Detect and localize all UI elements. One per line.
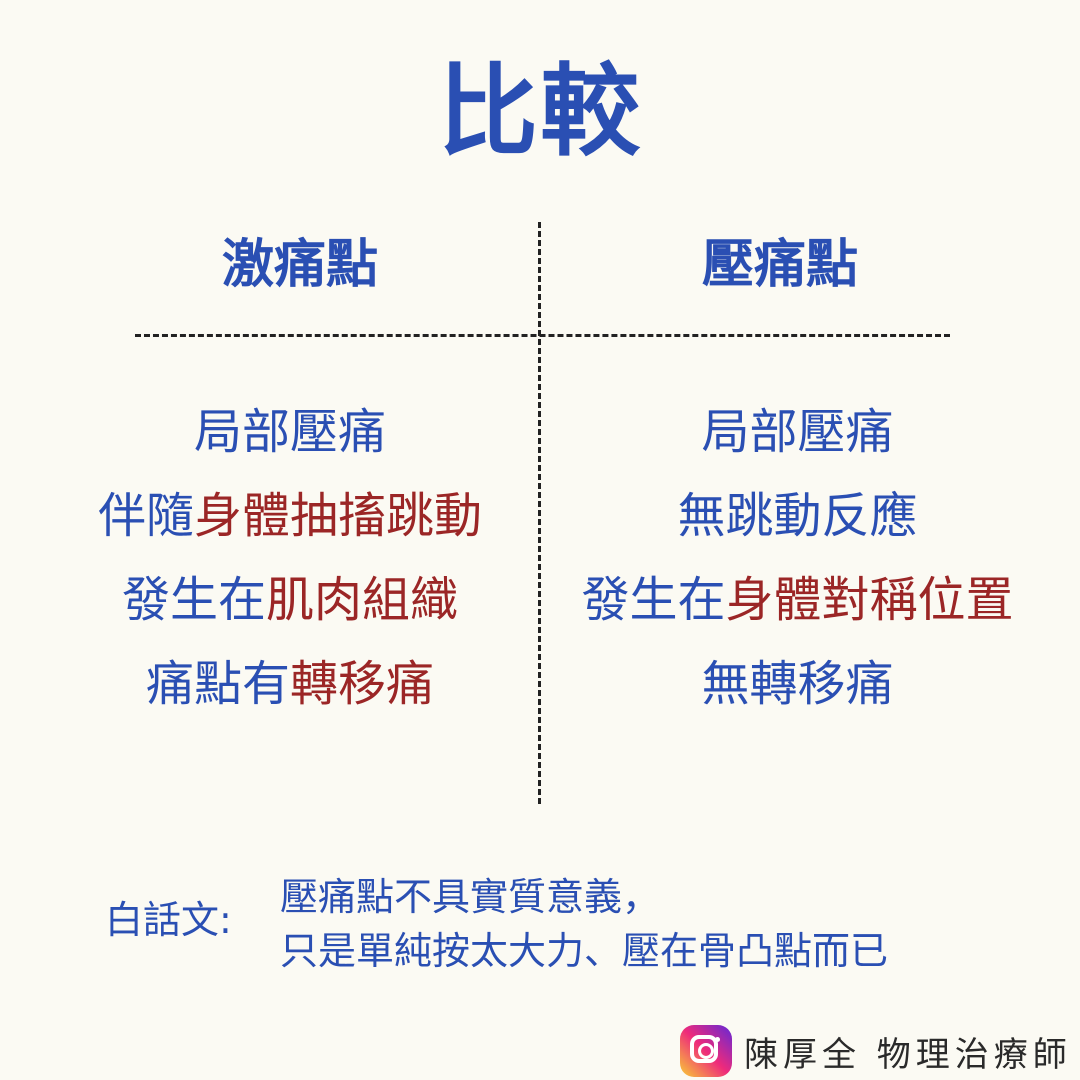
tender-point-item: 無轉移痛 [545,642,1050,726]
note-line: 壓痛點不具實質意義， [280,875,661,919]
instagram-icon[interactable] [680,1025,732,1077]
item-text: 發生在 [581,572,726,628]
highlighted-text: 身體抽搐跳動 [194,488,483,544]
item-text: 局部壓痛 [193,404,386,460]
item-text: 發生在 [121,572,266,628]
item-text: 局部壓痛 [701,404,894,460]
horizontal-dashed-divider [135,334,950,337]
tender-point-item: 局部壓痛 [545,390,1050,474]
highlighted-text: 轉移痛 [290,656,435,712]
note-line: 只是單純按太大力、壓在骨凸點而已 [280,929,889,973]
trigger-point-item: 痛點有轉移痛 [40,642,540,726]
item-text: 痛點有 [145,656,290,712]
author-credit: 陳厚全 物理治療師 [680,1022,1072,1080]
trigger-point-list: 局部壓痛伴隨身體抽搐跳動發生在肌肉組織痛點有轉移痛 [40,390,540,726]
trigger-point-item: 發生在肌肉組織 [40,558,540,642]
tender-point-item: 發生在身體對稱位置 [545,558,1050,642]
column-heading-trigger-point: 激痛點 [221,235,378,295]
vertical-dashed-divider [538,222,541,804]
column-heading-tender-point: 壓痛點 [701,235,858,295]
trigger-point-item: 局部壓痛 [40,390,540,474]
item-text: 無轉移痛 [701,656,894,712]
highlighted-text: 肌肉組織 [266,572,459,628]
page-title: 比較 [438,53,642,170]
item-text: 無跳動反應 [677,488,918,544]
author-name: 陳厚全 物理治療師 [744,1034,1072,1075]
note-text: 壓痛點不具實質意義， 只是單純按太大力、壓在骨凸點而已 [280,870,888,978]
note-label: 白話文: [105,898,232,942]
highlighted-text: 身體對稱位置 [725,572,1014,628]
tender-point-item: 無跳動反應 [545,474,1050,558]
tender-point-list: 局部壓痛無跳動反應發生在身體對稱位置無轉移痛 [545,390,1050,726]
trigger-point-item: 伴隨身體抽搐跳動 [40,474,540,558]
item-text: 伴隨 [97,488,194,544]
